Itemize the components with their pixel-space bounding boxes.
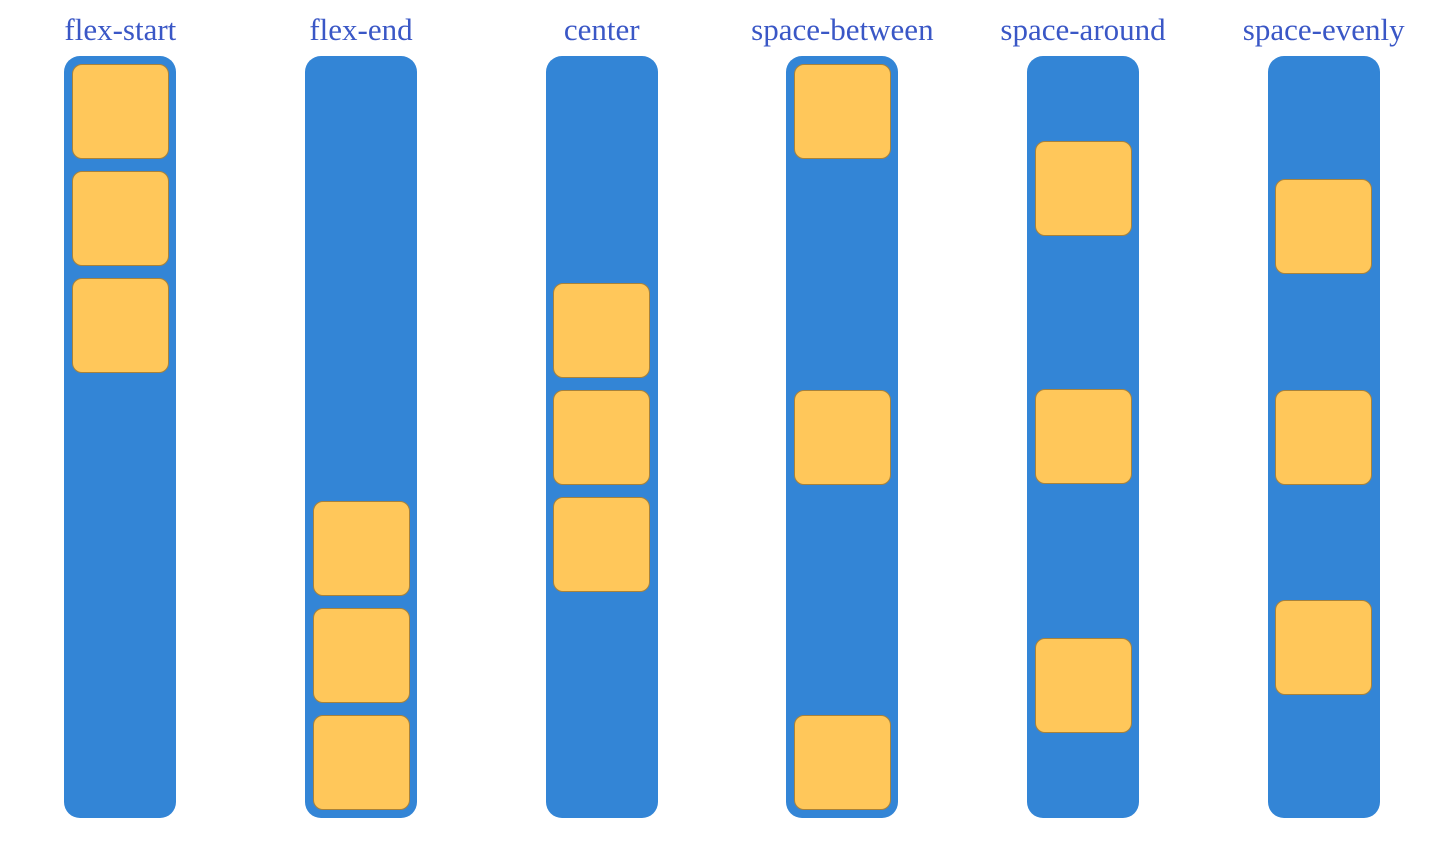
flex-item: [793, 389, 891, 485]
flex-container-space-evenly: [1267, 56, 1380, 818]
flex-item: [1275, 389, 1373, 485]
column-label-center: center: [563, 12, 640, 47]
flex-item: [312, 715, 410, 810]
flex-item: [1034, 389, 1132, 485]
flex-container-flex-end: [305, 56, 417, 818]
flex-item: [793, 715, 891, 810]
flex-item: [1275, 179, 1373, 275]
flex-item: [71, 278, 169, 373]
flex-container-center: [545, 56, 658, 818]
demo-column-flex-end: flex-end: [241, 0, 482, 818]
flex-container-flex-start: [64, 56, 177, 818]
flex-item: [1034, 638, 1132, 734]
demo-column-flex-start: flex-start: [0, 0, 241, 818]
flex-item: [553, 496, 651, 592]
flex-item: [1034, 140, 1132, 236]
flex-item: [553, 282, 651, 378]
demo-column-center: center: [481, 0, 722, 818]
demo-column-space-around: space-around: [963, 0, 1204, 818]
column-label-flex-start: flex-start: [64, 12, 177, 47]
flex-item: [312, 501, 410, 596]
column-label-flex-end: flex-end: [309, 12, 413, 47]
demo-column-space-evenly: space-evenly: [1203, 0, 1444, 818]
column-label-space-evenly: space-evenly: [1242, 12, 1405, 47]
flex-container-space-around: [1027, 56, 1140, 818]
column-label-space-between: space-between: [751, 12, 934, 47]
flex-item: [793, 64, 891, 159]
flex-item: [553, 389, 651, 485]
column-label-space-around: space-around: [1000, 12, 1166, 47]
demo-column-space-between: space-between: [722, 0, 963, 818]
flex-item: [71, 64, 169, 159]
flex-item: [71, 171, 169, 266]
flex-item: [312, 608, 410, 703]
flex-container-space-between: [786, 56, 899, 818]
flex-item: [1275, 599, 1373, 695]
